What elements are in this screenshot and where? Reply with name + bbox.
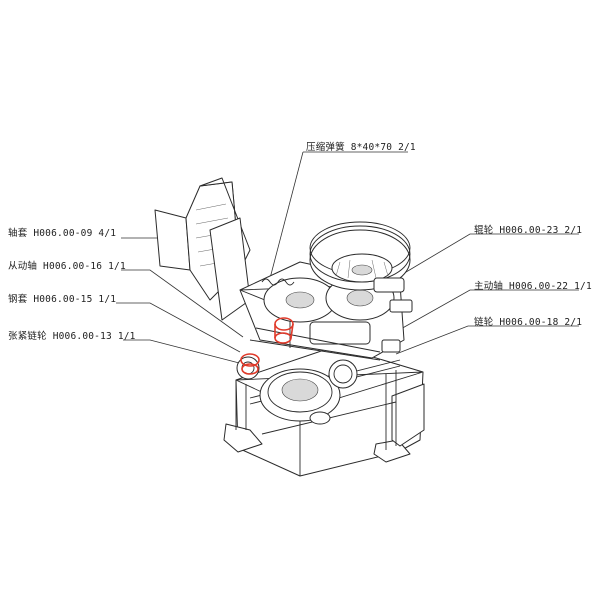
callout-shaft-sleeve: 轴套 H006.00-09 4/1 <box>8 228 117 239</box>
feed-hopper <box>154 177 251 321</box>
leader-roller-wheel <box>395 233 579 279</box>
callout-driven-shaft: 从动轴 H006.00-16 1/1 <box>8 261 126 272</box>
callout-tension-sprocket: 张紧链轮 H006.00-13 1/1 <box>8 331 136 342</box>
leader-sprocket <box>395 325 579 355</box>
leader-tension-sprocket <box>123 339 248 366</box>
spring-assembly <box>261 277 413 353</box>
callout-compression-spring: 压缩弹簧 8*40*70 2/1 <box>306 142 416 153</box>
leader-lines <box>116 151 579 366</box>
leader-steel-sleeve <box>116 302 241 353</box>
callout-steel-sleeve: 钢套 H006.00-15 1/1 <box>8 294 117 305</box>
frame-legs <box>235 370 397 450</box>
highlight-sprocket-ring-2 <box>241 363 259 375</box>
highlight-sprocket-ring <box>240 353 260 367</box>
callout-sprocket: 链轮 H006.00-18 2/1 <box>474 317 583 328</box>
callout-roller-wheel: 辊轮 H006.00-23 2/1 <box>474 225 583 236</box>
leader-driven-shaft <box>121 269 244 338</box>
top-roller-wheel <box>309 221 411 291</box>
lower-pulley <box>259 368 341 425</box>
callout-main-shaft: 主动轴 H006.00-22 1/1 <box>474 281 592 292</box>
leader-compression-spring-2 <box>267 151 304 287</box>
highlighted-parts <box>240 317 294 375</box>
leader-main-shaft <box>398 289 579 331</box>
sprockets <box>236 356 358 389</box>
